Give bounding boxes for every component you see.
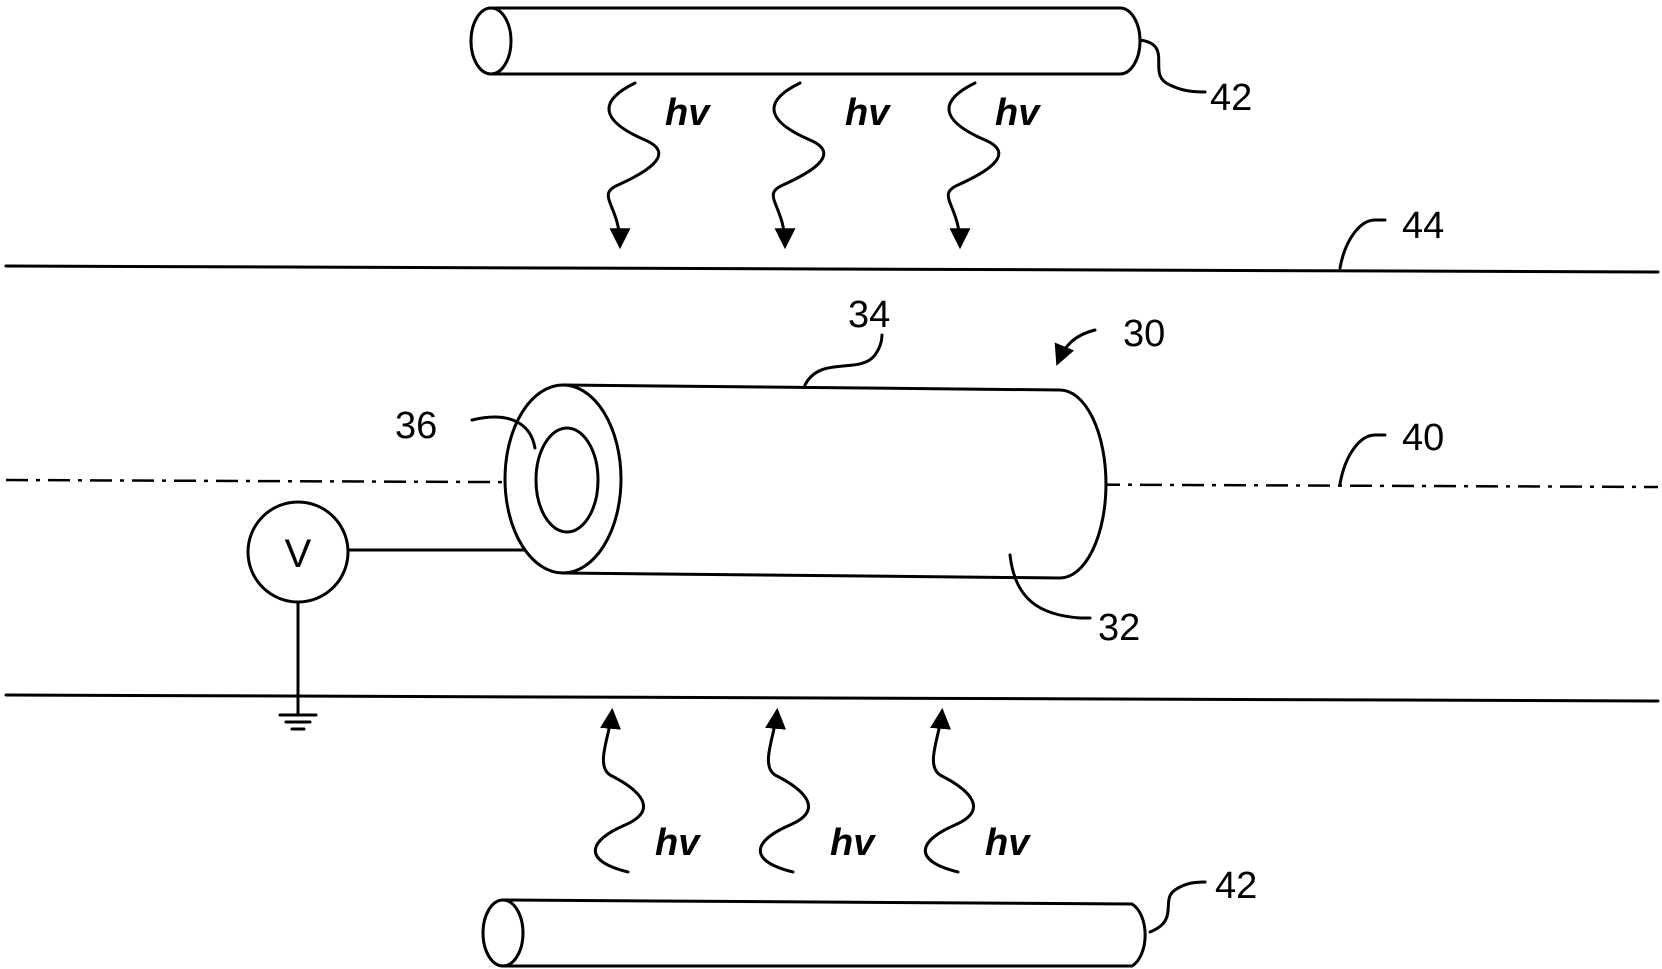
label-32: 32 <box>1098 607 1140 649</box>
label-42-top: 42 <box>1210 77 1252 119</box>
leader-40 <box>1338 433 1387 486</box>
photon-waves-bottom <box>593 707 975 874</box>
leader-34 <box>803 333 884 387</box>
label-42-bottom: 42 <box>1215 865 1257 907</box>
label-44: 44 <box>1402 205 1444 247</box>
voltage-label: V <box>285 532 312 576</box>
leader-32 <box>1008 553 1092 620</box>
wall-top-line <box>4 264 1660 274</box>
lamp-top <box>469 6 1142 76</box>
lamp-bottom <box>481 898 1147 968</box>
photon-label-bottom-2: hv <box>830 822 876 864</box>
leader-30-arrow <box>1054 328 1097 366</box>
photon-label-bottom-1: hv <box>655 822 701 864</box>
photon-label-top-2: hv <box>845 92 891 134</box>
photon-label-bottom-3: hv <box>985 822 1031 864</box>
label-36: 36 <box>395 405 437 447</box>
photon-label-top-1: hv <box>665 92 711 134</box>
ground-symbol <box>278 600 318 731</box>
photon-waves-top <box>606 81 1001 250</box>
axis-line <box>5 478 1659 489</box>
leader-42-top <box>1138 38 1207 94</box>
tube-assembly <box>503 383 1108 580</box>
label-30: 30 <box>1123 313 1165 355</box>
wall-bottom-line <box>4 693 1660 703</box>
label-40: 40 <box>1402 417 1444 459</box>
label-34: 34 <box>848 294 890 336</box>
leader-36 <box>470 415 537 450</box>
leader-42-bottom <box>1148 880 1207 934</box>
photon-label-top-3: hv <box>995 92 1041 134</box>
leader-44 <box>1338 218 1387 270</box>
